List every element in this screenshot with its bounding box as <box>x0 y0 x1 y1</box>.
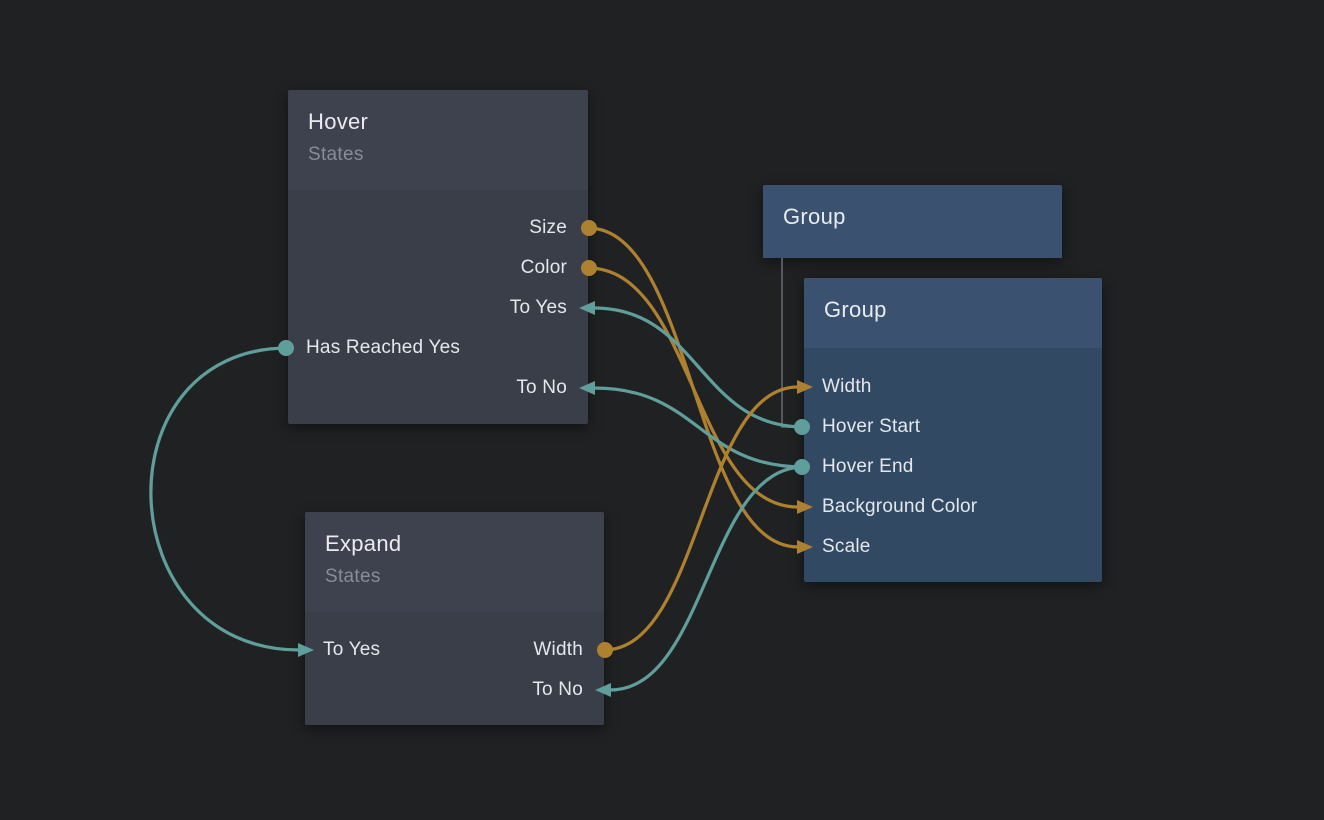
wire-expand.width-to-group.width[interactable] <box>603 385 799 652</box>
port-row-group-width: Width <box>804 374 1102 400</box>
port-label: Background Color <box>822 496 978 517</box>
port-label: Width <box>533 639 583 660</box>
port-row-expand-to-no: To No <box>305 677 604 703</box>
port-row-group-hover-end: Hover End <box>804 454 1102 480</box>
wire-hover.color-to-group.background-color[interactable] <box>587 266 799 509</box>
port-row-hover-to-no: To No <box>288 375 588 401</box>
node-title: Group <box>824 297 887 322</box>
port-label: Scale <box>822 536 871 557</box>
node-subtitle: States <box>308 144 364 165</box>
port-row-group-scale: Scale <box>804 534 1102 560</box>
port-label: To Yes <box>509 297 567 318</box>
port-row-group-hover-start: Hover Start <box>804 414 1102 440</box>
node-title: Expand <box>325 531 402 556</box>
wire-hover.size-to-group.scale[interactable] <box>587 226 799 549</box>
port-label: Has Reached Yes <box>306 337 461 358</box>
port-row-hover-has-reached-yes: Has Reached Yes <box>288 335 588 361</box>
port-row-hover-color: Color <box>288 255 588 281</box>
port-row-group-background-color: Background Color <box>804 494 1102 520</box>
wire-group.hover-start-to-hover.to-yes[interactable] <box>593 306 805 429</box>
port-row-expand-to-yes: To Yes <box>305 637 604 663</box>
node-header-group-parent[interactable]: Group <box>763 185 1062 258</box>
port-row-expand-width: Width <box>305 637 604 663</box>
port-label: Color <box>520 257 567 278</box>
node-title: Hover <box>308 109 369 134</box>
port-label: To No <box>516 377 567 398</box>
wire-group.hover-end-to-hover.to-no[interactable] <box>593 386 805 469</box>
port-label: Width <box>822 376 872 397</box>
port-label: To Yes <box>323 639 381 660</box>
port-label: Hover Start <box>822 416 921 437</box>
port-label: To No <box>532 679 583 700</box>
wire-hover.has-reached-yes-to-expand.to-yes[interactable] <box>149 346 300 652</box>
port-row-hover-to-yes: To Yes <box>288 295 588 321</box>
port-label: Hover End <box>822 456 914 477</box>
node-group-parent[interactable]: Group <box>763 185 1062 258</box>
hierarchy-link-line <box>781 258 797 428</box>
wire-group.hover-end-to-expand.to-no[interactable] <box>609 465 805 692</box>
node-header-group[interactable]: Group <box>804 278 1102 348</box>
node-subtitle: States <box>325 566 381 587</box>
port-row-hover-size: Size <box>288 215 588 241</box>
node-title: Group <box>783 204 846 229</box>
port-label: Size <box>529 217 567 238</box>
